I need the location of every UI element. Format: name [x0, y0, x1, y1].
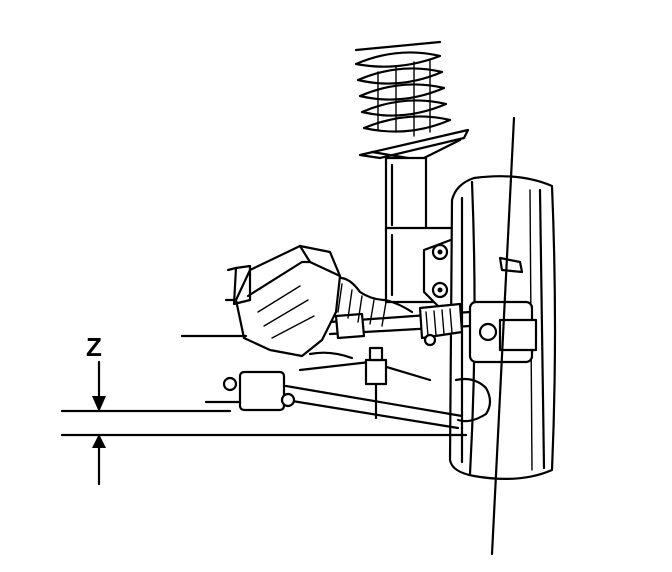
cv-boot	[328, 276, 414, 327]
spring-seat	[358, 128, 470, 160]
dimension-z-label: Z	[86, 332, 102, 362]
control-arm-bushing	[204, 370, 296, 412]
steering-gear-housing	[224, 244, 342, 358]
ball-joint	[364, 346, 492, 423]
tie-rod	[328, 302, 472, 347]
wheel-centerline	[490, 116, 516, 556]
wheel-hub	[468, 256, 538, 364]
coil-spring	[354, 40, 452, 137]
lower-control-arm	[284, 351, 464, 430]
dimension-z-arrows	[92, 360, 106, 486]
